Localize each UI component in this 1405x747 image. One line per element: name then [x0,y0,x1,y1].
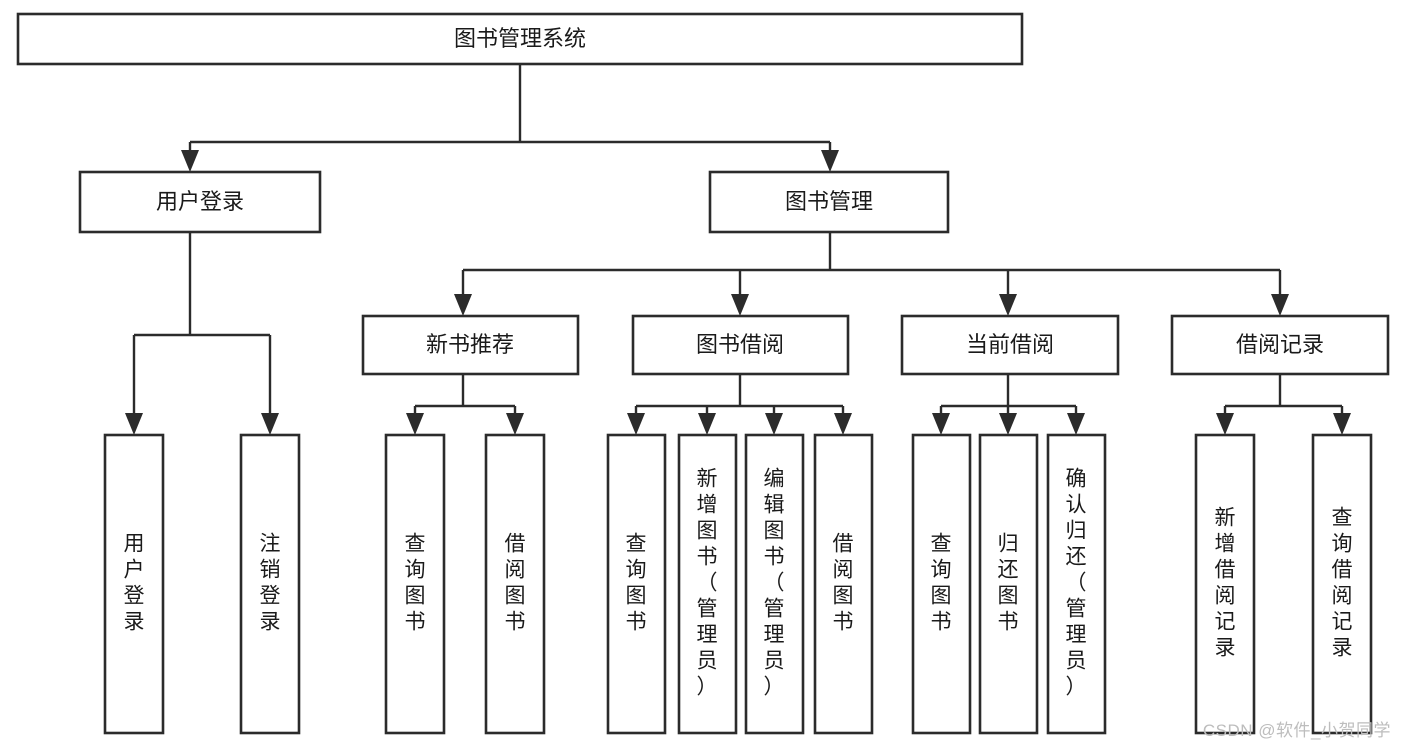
arrow-head-current-borrow [999,294,1017,316]
node-root-system-label: 图书管理系统 [454,26,586,51]
leaf-node-edit-book[interactable]: 编辑图书（管理员） [744,433,805,735]
node-new-book-recommend-label: 新书推荐 [426,332,514,357]
leaf-node-return-book-label: 归还图书 [998,533,1019,634]
node-new-book-recommend-box[interactable] [361,314,580,376]
leaf-node-add-borrow-record-box[interactable] [1194,433,1256,735]
leaf-node-query-book-current-label: 查询图书 [931,533,952,634]
node-borrow-record-label: 借阅记录 [1236,332,1324,357]
leaf-node-user-login-label: 用户登录 [124,533,145,634]
node-book-borrow[interactable]: 图书借阅 [631,314,850,376]
leaf-node-query-book-recommend-label: 查询图书 [405,533,426,634]
arrow-head-new-book-recommend [454,294,472,316]
leaf-node-borrow-book[interactable]: 借阅图书 [813,433,874,735]
arrow-head-leaf-borrow-book-1 [506,413,524,435]
leaf-node-add-borrow-record-label: 新增借阅记录 [1215,507,1236,660]
leaf-node-query-book-borrow[interactable]: 查询图书 [606,433,667,735]
leaf-node-borrow-book-box[interactable] [813,433,874,735]
leaf-node-user-login[interactable]: 用户登录 [103,433,165,735]
leaf-node-return-book-box[interactable] [978,433,1039,735]
leaf-node-borrow-book-label: 借阅图书 [833,533,854,634]
connector-group-user-login [125,232,279,435]
arrow-head-leaf-add-book [698,413,716,435]
leaf-node-query-borrow-record[interactable]: 查询借阅记录 [1311,433,1373,735]
arrow-head-leaf-confirm-return [1067,413,1085,435]
leaf-node-query-borrow-record-box[interactable] [1311,433,1373,735]
connector-group-book-borrow [627,374,852,435]
node-current-borrow-box[interactable] [900,314,1120,376]
leaf-node-query-book-borrow-label: 查询图书 [626,533,647,634]
leaf-node-query-book-current[interactable]: 查询图书 [911,433,972,735]
node-root-system[interactable]: 图书管理系统 [16,12,1024,66]
node-book-borrow-label: 图书借阅 [696,332,784,357]
node-user-login-box[interactable] [78,170,322,234]
leaf-node-add-borrow-record[interactable]: 新增借阅记录 [1194,433,1256,735]
node-user-login[interactable]: 用户登录 [78,170,322,234]
leaf-node-query-book-borrow-box[interactable] [606,433,667,735]
leaf-node-query-borrow-record-label: 查询借阅记录 [1332,507,1353,660]
leaf-node-borrow-book-recommend[interactable]: 借阅图书 [484,433,546,735]
arrow-head-user-login [181,150,199,172]
leaf-node-logout-box[interactable] [239,433,301,735]
leaf-node-query-book-recommend[interactable]: 查询图书 [384,433,446,735]
arrow-head-leaf-query-book-2 [627,413,645,435]
leaf-node-confirm-return-label: 确认归还（管理员） [1066,468,1087,699]
arrow-head-leaf-query-record [1333,413,1351,435]
arrow-head-borrow-record [1271,294,1289,316]
arrow-head-book-manage [821,150,839,172]
leaf-node-user-login-box[interactable] [103,433,165,735]
leaf-node-logout-label: 注销登录 [260,533,281,634]
leaf-node-borrow-book-recommend-box[interactable] [484,433,546,735]
leaf-node-logout[interactable]: 注销登录 [239,433,301,735]
arrow-head-leaf-user-login [125,413,143,435]
arrow-head-leaf-borrow-book-2 [834,413,852,435]
leaf-node-return-book[interactable]: 归还图书 [978,433,1039,735]
node-book-manage-label: 图书管理 [785,189,873,214]
leaf-node-confirm-return-box[interactable] [1046,433,1107,735]
node-book-manage-box[interactable] [708,170,950,234]
node-borrow-record[interactable]: 借阅记录 [1170,314,1390,376]
leaf-node-add-book-label: 新增图书（管理员） [697,468,718,699]
connector-group-current-borrow [932,374,1085,435]
node-current-borrow[interactable]: 当前借阅 [900,314,1120,376]
leaf-node-edit-book-box[interactable] [744,433,805,735]
node-user-login-label: 用户登录 [156,189,244,214]
node-borrow-record-box[interactable] [1170,314,1390,376]
arrow-head-book-borrow [731,294,749,316]
node-book-borrow-box[interactable] [631,314,850,376]
connector-group-new-book-recommend [406,374,524,435]
node-new-book-recommend[interactable]: 新书推荐 [361,314,580,376]
node-current-borrow-label: 当前借阅 [966,332,1054,357]
arrow-head-leaf-query-book-1 [406,413,424,435]
node-book-manage[interactable]: 图书管理 [708,170,950,234]
arrow-head-leaf-query-book-3 [932,413,950,435]
node-root-system-box[interactable] [16,12,1024,66]
arrow-head-leaf-return-book [999,413,1017,435]
connector-group-book-manage [454,232,1289,316]
arrow-head-leaf-logout [261,413,279,435]
csdn-watermark: CSDN @软件_小贺同学 [1202,721,1391,740]
connector-group-borrow-record [1216,374,1351,435]
leaf-node-query-book-current-box[interactable] [911,433,972,735]
leaf-node-borrow-book-recommend-label: 借阅图书 [505,533,526,634]
leaf-node-query-book-recommend-box[interactable] [384,433,446,735]
leaf-node-add-book[interactable]: 新增图书（管理员） [677,433,738,735]
arrow-head-leaf-edit-book [765,413,783,435]
leaf-node-confirm-return[interactable]: 确认归还（管理员） [1046,433,1107,735]
leaf-node-add-book-box[interactable] [677,433,738,735]
arrow-head-leaf-add-record [1216,413,1234,435]
leaf-node-edit-book-label: 编辑图书（管理员） [764,468,785,699]
connector-group-root [181,64,839,172]
